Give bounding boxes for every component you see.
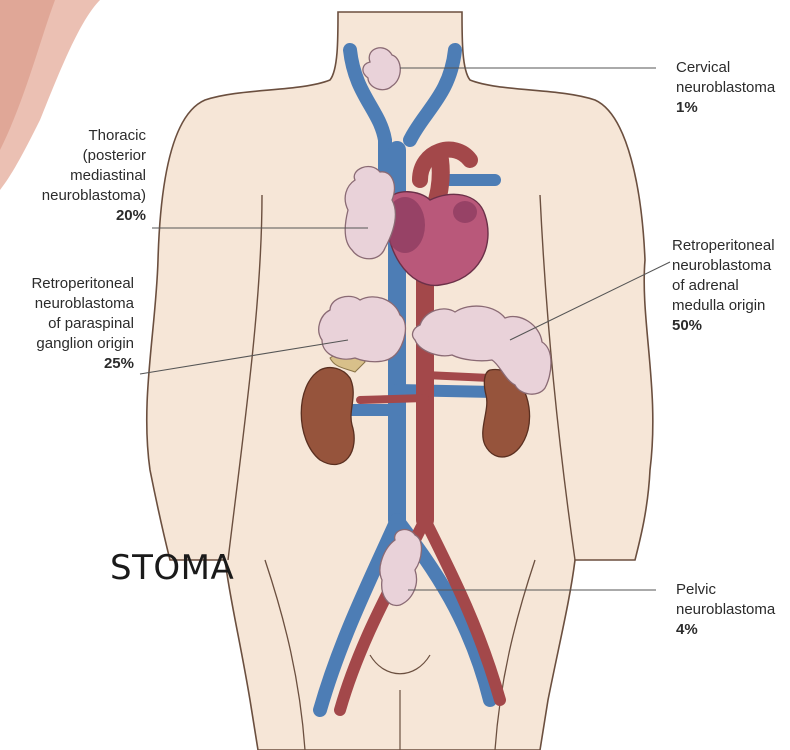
label-percentage: 50% (672, 316, 775, 336)
tumor-paraspinal (319, 296, 406, 361)
label-adrenal: Retroperitoneal neuroblastoma of adrenal… (672, 236, 775, 336)
label-line: ganglion origin (0, 334, 134, 354)
slide-title-fragment: STOMA (110, 548, 234, 588)
label-thoracic: Thoracic (posterior mediastinal neurobla… (6, 126, 146, 226)
renal-artery-left (360, 398, 425, 400)
label-line: Retroperitoneal (0, 274, 134, 294)
label-paraspinal: Retroperitoneal neuroblastoma of paraspi… (0, 274, 134, 374)
label-line: medulla origin (672, 296, 775, 316)
label-line: neuroblastoma (672, 256, 775, 276)
label-percentage: 25% (0, 354, 134, 374)
label-cervical: Cervical neuroblastoma 1% (676, 58, 775, 118)
label-percentage: 4% (676, 620, 775, 640)
label-line: Cervical (676, 58, 775, 78)
label-line: of adrenal (672, 276, 775, 296)
renal-artery-right (425, 375, 490, 378)
label-line: (posterior (6, 146, 146, 166)
label-line: Retroperitoneal (672, 236, 775, 256)
label-line: neuroblastoma) (6, 186, 146, 206)
label-line: neuroblastoma (0, 294, 134, 314)
label-line: Thoracic (6, 126, 146, 146)
label-line: neuroblastoma (676, 78, 775, 98)
label-percentage: 20% (6, 206, 146, 226)
label-line: mediastinal (6, 166, 146, 186)
label-line: of paraspinal (0, 314, 134, 334)
renal-vein-right (397, 390, 495, 392)
label-pelvic: Pelvic neuroblastoma 4% (676, 580, 775, 640)
label-line: Pelvic (676, 580, 775, 600)
label-line: neuroblastoma (676, 600, 775, 620)
label-percentage: 1% (676, 98, 775, 118)
